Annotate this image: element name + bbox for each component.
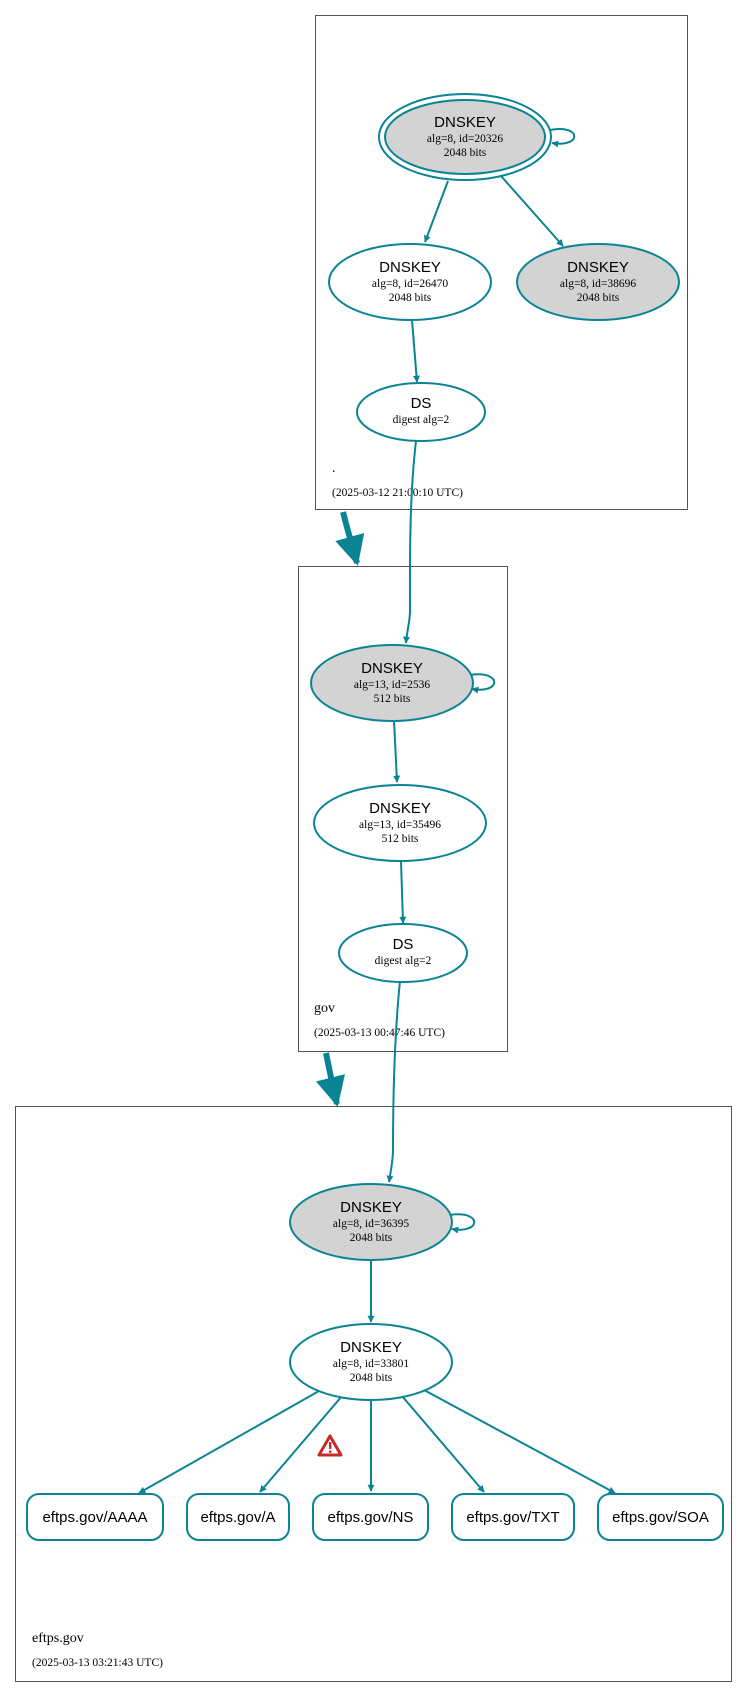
record-shape: [597, 1493, 724, 1541]
node-title: DNSKEY: [434, 114, 496, 131]
edge-eftps-ksk-self: [449, 1213, 476, 1234]
edge-gov-zsk-to-eftps-ds: [399, 860, 407, 924]
node-title: DNSKEY: [340, 1199, 402, 1216]
zone-root-border: [315, 15, 688, 510]
node-root-key-38696[interactable]: DNSKEY alg=8, id=38696 2048 bits: [516, 243, 680, 321]
zone-root-timestamp: (2025-03-12 21:00:10 UTC): [332, 487, 463, 499]
node-title: DNSKEY: [567, 259, 629, 276]
node-line1: digest alg=2: [375, 955, 432, 967]
delegation-arrow-root-gov: [335, 511, 365, 566]
node-line2: 2048 bits: [350, 1232, 393, 1244]
trust-anchor-ring: [378, 93, 552, 181]
record-soa[interactable]: eftps.gov/SOA: [597, 1493, 724, 1541]
zone-root: . (2025-03-12 21:00:10 UTC): [315, 15, 688, 510]
node-line1: alg=8, id=36395: [333, 1218, 409, 1230]
zone-gov-timestamp: (2025-03-13 00:47:46 UTC): [314, 1027, 445, 1039]
zone-gov: gov (2025-03-13 00:47:46 UTC): [298, 566, 508, 1052]
edge-zsk-to-aaaa: [138, 1390, 320, 1494]
node-shape: [516, 243, 680, 321]
node-line1: digest alg=2: [393, 414, 450, 426]
record-txt[interactable]: eftps.gov/TXT: [451, 1493, 575, 1541]
node-title: DNSKEY: [379, 259, 441, 276]
record-label: eftps.gov/NS: [328, 1509, 414, 1526]
node-title: DS: [393, 936, 414, 953]
edge-zsk-to-txt: [401, 1395, 485, 1493]
edge-root-ksk-to-38696: [500, 175, 564, 247]
node-line2: 2048 bits: [389, 292, 432, 304]
node-shape: [289, 1323, 453, 1401]
node-line1: alg=8, id=33801: [333, 1358, 409, 1370]
node-gov-ksk[interactable]: DNSKEY alg=13, id=2536 512 bits: [310, 644, 474, 722]
record-aaaa[interactable]: eftps.gov/AAAA: [26, 1493, 164, 1541]
node-eftps-zsk[interactable]: DNSKEY alg=8, id=33801 2048 bits: [289, 1323, 453, 1401]
edge-zsk-to-soa: [423, 1389, 616, 1494]
edge-gov-ds-to-gov-ksk: [402, 440, 417, 644]
node-title: DNSKEY: [369, 800, 431, 817]
edge-gov-ksk-self: [469, 673, 496, 694]
node-gov-zsk[interactable]: DNSKEY alg=13, id=35496 512 bits: [313, 784, 487, 862]
record-label: eftps.gov/TXT: [466, 1509, 559, 1526]
edge-root-zsk-to-gov-ds: [411, 319, 420, 383]
node-shape: [310, 644, 474, 722]
node-shape: [289, 1183, 453, 1261]
record-shape: [186, 1493, 290, 1541]
node-gov-ds[interactable]: DS digest alg=2: [356, 382, 486, 442]
node-root-zsk[interactable]: DNSKEY alg=8, id=26470 2048 bits: [328, 243, 492, 321]
zone-eftps-name: eftps.gov: [32, 1631, 84, 1646]
node-shape: [313, 784, 487, 862]
node-shape: [356, 382, 486, 442]
node-root-ksk[interactable]: DNSKEY alg=8, id=20326 2048 bits: [378, 93, 552, 181]
edge-gov-ksk-to-zsk: [393, 719, 401, 783]
record-shape: [451, 1493, 575, 1541]
node-line1: alg=13, id=35496: [359, 819, 441, 831]
record-a[interactable]: eftps.gov/A: [186, 1493, 290, 1541]
node-line2: 2048 bits: [350, 1372, 393, 1384]
node-line2: 2048 bits: [577, 292, 620, 304]
node-title: DS: [411, 395, 432, 412]
node-line2: 512 bits: [374, 693, 411, 705]
zone-eftps-timestamp: (2025-03-13 03:21:43 UTC): [32, 1657, 163, 1669]
node-shape: [338, 923, 468, 983]
node-line2: 2048 bits: [444, 147, 487, 159]
record-shape: [312, 1493, 429, 1541]
node-shape: [384, 99, 546, 175]
edge-root-ksk-self: [549, 128, 576, 148]
zone-gov-border: [298, 566, 508, 1052]
edge-eftps-ds-to-eftps-ksk: [386, 980, 401, 1183]
node-eftps-ksk[interactable]: DNSKEY alg=8, id=36395 2048 bits: [289, 1183, 453, 1261]
edges: [138, 128, 616, 1494]
node-shape: [328, 243, 492, 321]
record-label: eftps.gov/AAAA: [42, 1509, 147, 1526]
delegation-arrow-gov-eftps: [315, 1052, 346, 1107]
zone-root-name: .: [332, 461, 336, 476]
node-line1: alg=8, id=20326: [427, 133, 503, 145]
record-shape: [26, 1493, 164, 1541]
zone-gov-name: gov: [314, 1001, 335, 1016]
warning-triangle-icon[interactable]: [317, 1434, 343, 1457]
node-line1: alg=13, id=2536: [354, 679, 430, 691]
node-line1: alg=8, id=38696: [560, 278, 636, 290]
node-line1: alg=8, id=26470: [372, 278, 448, 290]
zone-eftps: eftps.gov (2025-03-13 03:21:43 UTC): [15, 1106, 732, 1682]
edge-root-ksk-to-zsk: [423, 180, 449, 243]
node-line2: 512 bits: [382, 833, 419, 845]
node-title: DNSKEY: [340, 1339, 402, 1356]
record-label: eftps.gov/A: [200, 1509, 275, 1526]
node-title: DNSKEY: [361, 660, 423, 677]
record-label: eftps.gov/SOA: [612, 1509, 709, 1526]
edge-zsk-to-a: [259, 1395, 343, 1493]
node-eftps-ds[interactable]: DS digest alg=2: [338, 923, 468, 983]
zone-eftps-border: [15, 1106, 732, 1682]
record-ns[interactable]: eftps.gov/NS: [312, 1493, 429, 1541]
